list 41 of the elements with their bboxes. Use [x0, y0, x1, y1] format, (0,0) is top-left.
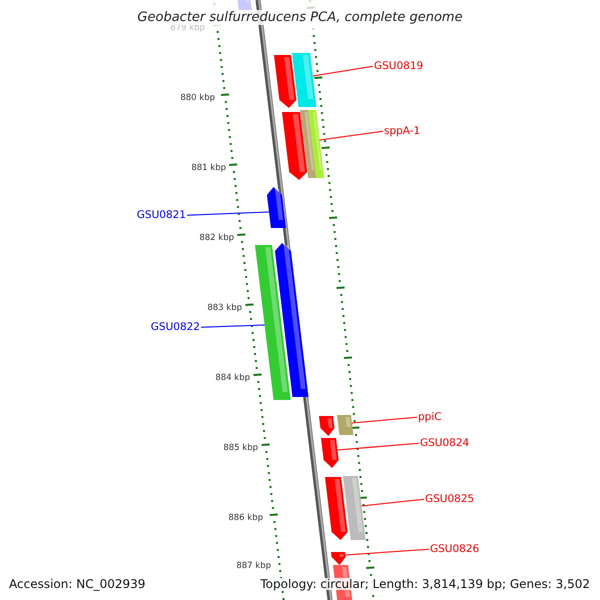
leader-line: [351, 416, 418, 424]
gene-feature: [292, 53, 316, 107]
gene-feature: [266, 187, 286, 228]
gene-feature: [274, 55, 296, 108]
gene-feature: [255, 245, 291, 400]
gene-label: GSU0822: [150, 322, 200, 332]
scale-label: 882 kbp: [199, 234, 234, 242]
gene-feature: [319, 416, 334, 436]
leader-line: [361, 498, 424, 506]
gene-feature: [337, 415, 354, 435]
gene-label: GSU0821: [136, 210, 186, 220]
gene-feature: [325, 477, 348, 540]
leader-line: [200, 324, 266, 328]
scale-label: 885 kbp: [223, 444, 258, 452]
gene-label: GSU0824: [420, 438, 470, 448]
gene-feature: [282, 112, 308, 180]
gene-feature: [300, 110, 316, 178]
leader-line: [344, 548, 430, 556]
scale-label: 883 kbp: [207, 304, 242, 312]
gene-label: GSU0826: [430, 544, 480, 554]
gene-feature: [331, 552, 346, 565]
gene-feature: [308, 110, 324, 178]
leader-line: [336, 442, 420, 450]
scale-label: 887 kbp: [236, 562, 271, 570]
leader-line: [186, 212, 270, 216]
gene-label: ppiC: [418, 412, 442, 422]
scale-label: 884 kbp: [215, 374, 250, 382]
leader-line: [312, 66, 374, 76]
gene-label: GSU0825: [425, 494, 474, 504]
gene-feature: [274, 243, 308, 397]
gene-feature: [343, 476, 366, 540]
footer-text: Accession: NC_002939: [9, 578, 146, 590]
scale-label: 886 kbp: [228, 514, 263, 522]
scale-label: 879 kbp: [170, 24, 205, 32]
gene-feature: [237, 0, 252, 10]
gene-feature: [321, 438, 339, 468]
scale-label: 880 kbp: [180, 94, 215, 102]
leader-line: [319, 130, 384, 140]
gene-label: sppA-1: [384, 126, 420, 136]
scale-label: 881 kbp: [191, 164, 226, 172]
gene-label: GSU0819: [374, 61, 424, 72]
